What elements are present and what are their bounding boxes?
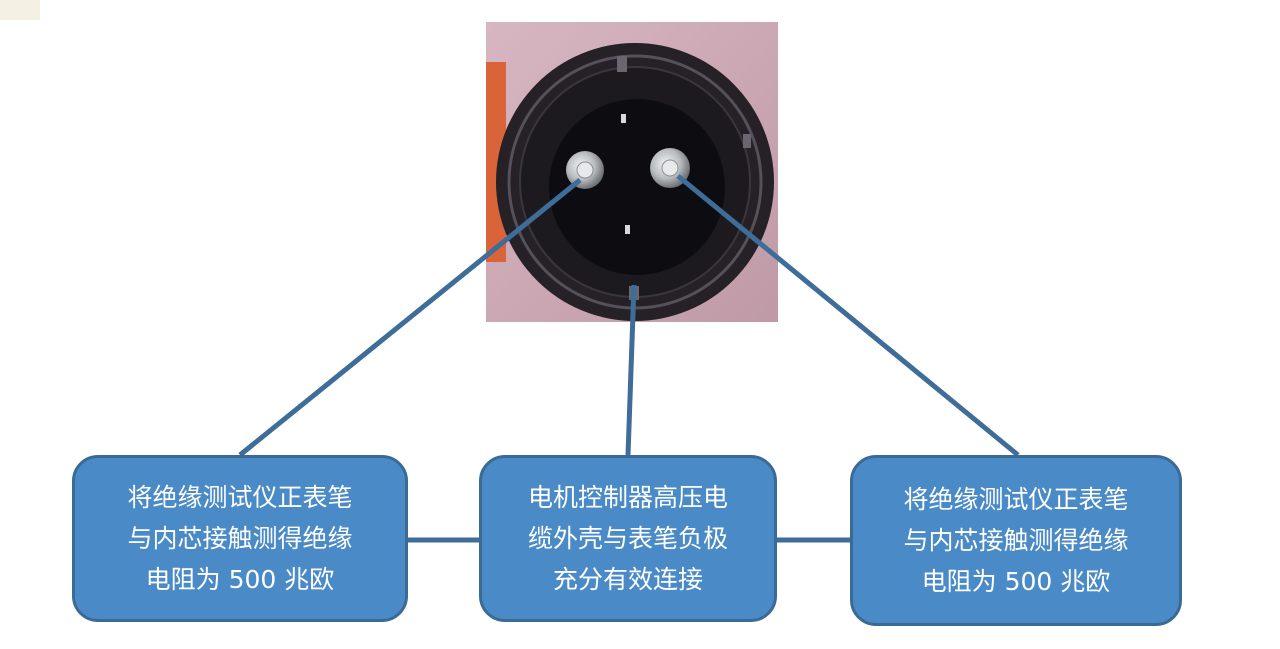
insulator-core <box>549 99 725 275</box>
label-left-line-1: 将绝缘测试仪正表笔 <box>127 483 353 512</box>
left-terminal-pin <box>576 161 594 179</box>
label-center-line-3: 充分有效连接 <box>552 565 703 594</box>
key-notch-top <box>617 56 627 72</box>
right-terminal-pin <box>661 159 679 177</box>
label-right-line-2: 与内芯接触测得绝缘 <box>903 526 1129 555</box>
high-voltage-connector-photo <box>486 22 778 322</box>
label-center-line-1: 电机控制器高压电 <box>527 483 728 512</box>
label-box-left: 将绝缘测试仪正表笔 与内芯接触测得绝缘 电阻为 500 兆欧 <box>72 455 408 622</box>
connector-housing <box>625 284 637 456</box>
key-notch-right <box>743 134 751 148</box>
label-left-line-2: 与内芯接触测得绝缘 <box>127 524 353 553</box>
corner-mark <box>0 0 40 20</box>
guide-pin-top <box>621 114 626 123</box>
connector-left-pin <box>238 178 582 457</box>
label-right-line-1: 将绝缘测试仪正表笔 <box>903 485 1129 514</box>
label-center-line-2: 缆外壳与表笔负极 <box>527 524 728 553</box>
guide-pin-bottom <box>625 225 630 234</box>
label-right-line-3: 电阻为 500 兆欧 <box>921 567 1111 596</box>
label-box-right: 将绝缘测试仪正表笔 与内芯接触测得绝缘 电阻为 500 兆欧 <box>850 455 1182 626</box>
connector-right-pin <box>676 174 1020 457</box>
label-box-center: 电机控制器高压电 缆外壳与表笔负极 充分有效连接 <box>479 455 777 622</box>
label-left-line-3: 电阻为 500 兆欧 <box>145 565 335 594</box>
